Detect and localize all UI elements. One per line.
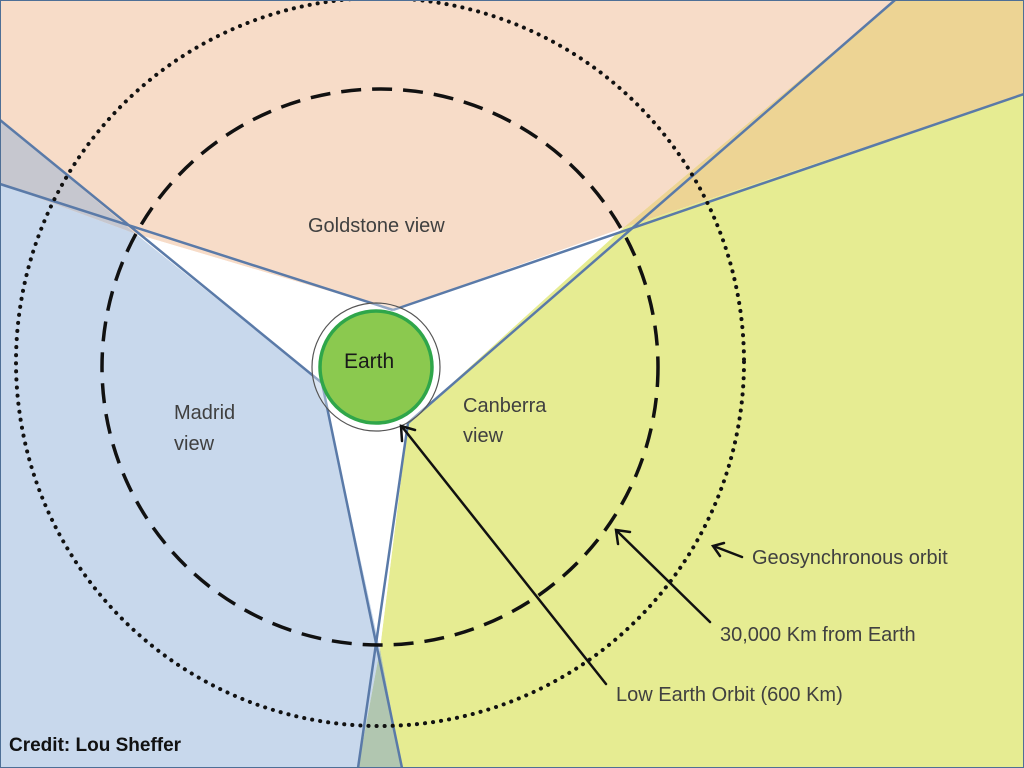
canberra-view-label-line2: view xyxy=(463,425,504,447)
madrid-region xyxy=(0,184,380,768)
canberra-region xyxy=(380,94,1024,768)
madrid-view-label-line1: Madrid xyxy=(174,402,236,424)
canberra-view-label-line1: Canberra xyxy=(463,395,547,417)
goldstone-view-label: Goldstone view xyxy=(308,215,445,237)
geosync-arrow xyxy=(714,545,744,559)
30000-km-ring xyxy=(100,87,660,647)
geosynchronous-orbit-ring xyxy=(14,0,746,728)
30000-km-label: 30,000 Km from Earth xyxy=(720,624,916,646)
overlap-madrid-canberra xyxy=(358,649,402,768)
geosynchronous-orbit-label: Geosynchronous orbit xyxy=(752,547,948,569)
leo-arrow xyxy=(401,426,608,686)
credit-text: Credit: Lou Sheffer xyxy=(9,735,182,756)
overlap-goldstone-canberra xyxy=(623,0,1024,228)
low-earth-orbit-label: Low Earth Orbit (600 Km) xyxy=(616,684,843,706)
30000-km-arrow xyxy=(616,530,712,624)
uncovered-zone xyxy=(136,228,623,649)
madrid-view-label-line2: view xyxy=(174,433,215,455)
goldstone-region xyxy=(0,0,895,310)
earth-label: Earth xyxy=(344,350,395,373)
earth xyxy=(318,309,434,425)
annotation-arrows xyxy=(399,424,744,686)
